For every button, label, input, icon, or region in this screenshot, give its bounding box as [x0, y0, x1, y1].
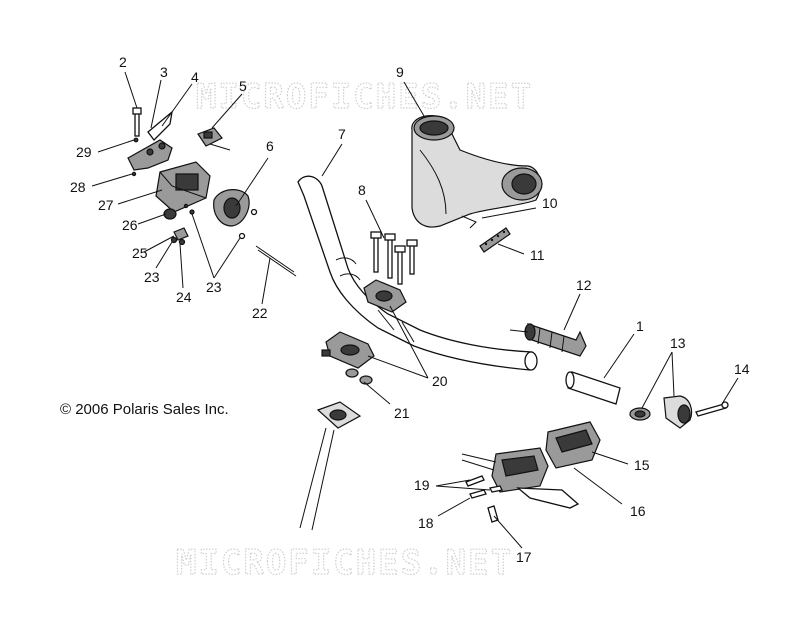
callout-9: 9: [396, 64, 404, 80]
callout-26: 26: [122, 217, 138, 233]
grip-part-12: [509, 323, 587, 357]
screws-part-17-19: [465, 475, 503, 523]
callout-12: 12: [576, 277, 592, 293]
callout-28: 28: [70, 179, 86, 195]
callout-11: 11: [530, 247, 545, 263]
callout-16: 16: [630, 503, 646, 519]
nuts-part-21: [345, 368, 373, 385]
callout-23-b: 23: [206, 279, 222, 295]
callout-23-a: 23: [144, 269, 160, 285]
callout-6: 6: [266, 138, 274, 154]
master-cylinder-part: [461, 421, 601, 509]
plate-part-4: [147, 110, 173, 141]
callout-labels: 2 3 4 5 6 7 8 9 10 11 12 1 13 14 15 16 1…: [70, 54, 750, 565]
callout-19: 19: [414, 477, 430, 493]
callout-8: 8: [358, 182, 366, 198]
cable-part-22: [255, 245, 297, 277]
bolts-part-8: [370, 231, 418, 285]
callout-4: 4: [191, 69, 199, 85]
callout-13: 13: [670, 335, 686, 351]
callout-18: 18: [418, 515, 434, 531]
grip-part-1: [565, 371, 621, 405]
pin-part-14: [695, 401, 729, 417]
callout-5: 5: [239, 78, 247, 94]
callout-17: 17: [516, 549, 532, 565]
handlebar-pad-part: [411, 115, 543, 229]
watermark-top: MICROFICHES.NET: [196, 77, 533, 117]
leader-lines: [91, 71, 739, 549]
callout-22: 22: [252, 305, 268, 321]
callout-27: 27: [98, 197, 114, 213]
strap-part: [479, 227, 511, 253]
callout-10: 10: [542, 195, 558, 211]
callout-2: 2: [119, 54, 127, 70]
copyright-notice: © 2006 Polaris Sales Inc.: [60, 401, 229, 418]
grip-ends-part-13: [629, 395, 693, 429]
support-post: [299, 401, 362, 531]
callout-25: 25: [132, 245, 148, 261]
cover-part-6: [213, 189, 258, 240]
callout-3: 3: [160, 64, 168, 80]
screw-part-2: [132, 107, 142, 137]
callout-14: 14: [734, 361, 750, 377]
switch-part-5: [197, 127, 231, 151]
callout-24: 24: [176, 289, 192, 305]
callout-20: 20: [432, 373, 448, 389]
clamps-part-20: [321, 279, 407, 369]
handlebar-part: [297, 175, 538, 371]
throttle-housing-part-27: [155, 161, 211, 213]
callout-29: 29: [76, 144, 92, 160]
callout-15: 15: [634, 457, 650, 473]
watermark-bottom: MICROFICHES.NET: [176, 543, 513, 583]
small-parts: [131, 137, 195, 246]
throttle-lever-part-29: [127, 139, 173, 171]
callout-7: 7: [338, 126, 346, 142]
callout-21: 21: [394, 405, 410, 421]
callout-1: 1: [636, 318, 644, 334]
